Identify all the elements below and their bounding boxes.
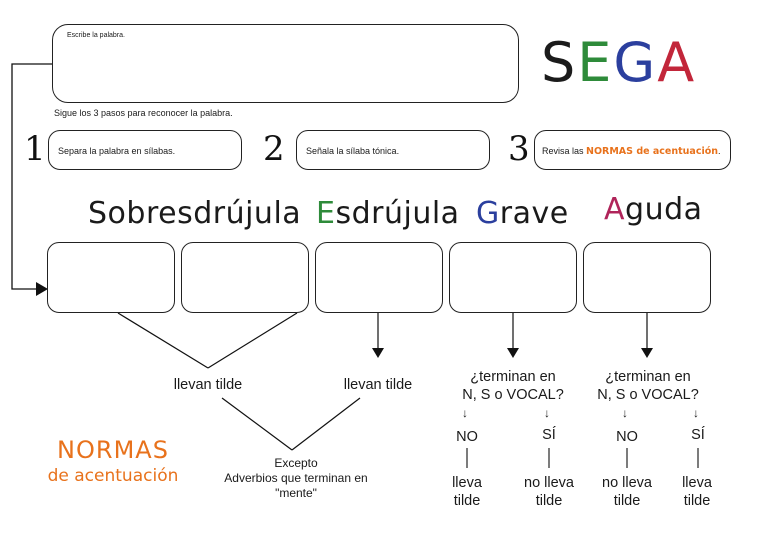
logo-letter-a: A (657, 31, 697, 94)
aguda-si: SÍ (691, 427, 705, 443)
category-sobresdrujula-label: Sobresdrújula (88, 196, 302, 231)
step-3-text-before: Revisa las (542, 146, 587, 156)
sobresdrujula-box-2[interactable] (181, 242, 309, 313)
category-aguda-initial: A (604, 192, 626, 227)
sobre-line-left (117, 312, 209, 369)
grave-si-result: no lleva tilde (516, 474, 582, 510)
aguda-question-line2: N, S o VOCAL? (597, 387, 699, 404)
logo-letter-g: G (613, 31, 658, 94)
exception-note: Excepto Adverbios que terminan en "mente… (206, 456, 386, 501)
aguda-no-result: no lleva tilde (594, 474, 660, 510)
step-1-text: Separa la palabra en sílabas. (58, 146, 176, 156)
grave-no-result-line2: tilde (453, 493, 481, 510)
step-3-highlight: NORMAS de acentuación (586, 146, 719, 157)
aguda-si-result-line1: lleva (682, 475, 712, 491)
step-1-box: Separa la palabra en sílabas. (48, 130, 242, 170)
sobresdrujula-box-1[interactable] (47, 242, 175, 313)
feedback-line (11, 63, 52, 290)
feedback-arrowhead (36, 282, 48, 296)
grave-no-result-line1: lleva (452, 475, 482, 491)
grave-no: NO (456, 429, 478, 445)
grave-si: SÍ (542, 427, 556, 443)
step-3-box: Revisa las NORMAS de acentuación. (534, 130, 731, 170)
aguda-si-result: lleva tilde (672, 474, 722, 510)
aguda-no: NO (616, 429, 638, 445)
category-aguda-rest: guda (625, 192, 703, 227)
category-sobresdrujula: Sobresdrújula (88, 196, 301, 231)
steps-intro: Sigue los 3 pasos para reconocer la pala… (54, 108, 233, 118)
aguda-no-result-line2: tilde (613, 493, 641, 510)
esdrujula-rule: llevan tilde (343, 377, 413, 393)
word-input-box[interactable]: Escribe la palabra. (52, 24, 519, 103)
category-esdrujula-rest: sdrújula (335, 196, 460, 231)
exception-word: "mente" (275, 486, 317, 500)
category-esdrujula-initial: E (316, 196, 336, 231)
grave-arrowhead (507, 348, 519, 358)
step-3-number: 3 (508, 129, 530, 169)
normas-label-line1: NORMAS (57, 436, 169, 464)
aguda-si-result-line2: tilde (683, 493, 711, 510)
grave-question-line2: N, S o VOCAL? (462, 387, 564, 404)
grave-si-result-line1: no lleva (524, 475, 574, 491)
category-grave: Grave (476, 196, 569, 231)
step-1-number: 1 (24, 129, 46, 169)
sega-logo: SEGA (541, 36, 696, 90)
category-aguda: Aguda (604, 192, 703, 227)
exception-line-left (221, 397, 293, 451)
sobre-line-right (207, 312, 298, 369)
esdrujula-box[interactable] (315, 242, 443, 313)
step-2-number: 2 (263, 129, 285, 169)
aguda-no-arrow: ↓ (622, 406, 628, 420)
sobresdrujula-rule: llevan tilde (173, 377, 243, 393)
category-grave-initial: G (476, 196, 500, 231)
step-2-text: Señala la sílaba tónica. (306, 146, 400, 156)
aguda-question: ¿terminan en N, S o VOCAL? (578, 368, 718, 404)
aguda-question-line1: ¿terminan en (605, 369, 691, 385)
exception-title: Excepto (274, 456, 318, 470)
aguda-arrowhead (641, 348, 653, 358)
word-box-label: Escribe la palabra. (67, 32, 125, 39)
aguda-si-arrow: ↓ (693, 406, 699, 420)
grave-box[interactable] (449, 242, 577, 313)
exception-text: Adverbios que terminan en (224, 471, 368, 485)
step-3-text: Revisa las NORMAS de acentuación. (542, 146, 721, 157)
grave-si-result-line2: tilde (535, 493, 563, 510)
category-esdrujula: Esdrújula (316, 196, 460, 231)
category-grave-rest: rave (499, 196, 569, 231)
aguda-no-result-line1: no lleva (602, 475, 652, 491)
logo-letter-s: S (541, 31, 578, 94)
normas-label: NORMAS de acentuación (38, 436, 188, 486)
grave-question: ¿terminan en N, S o VOCAL? (443, 368, 583, 404)
esdrujula-arrowhead (372, 348, 384, 358)
grave-no-arrow: ↓ (462, 406, 468, 420)
normas-label-line2: de acentuación (47, 466, 179, 486)
step-3-text-after: . (718, 146, 721, 156)
grave-question-line1: ¿terminan en (470, 369, 556, 385)
exception-line-right (291, 397, 361, 451)
logo-letter-e: E (577, 31, 614, 94)
step-2-box: Señala la sílaba tónica. (296, 130, 490, 170)
aguda-box[interactable] (583, 242, 711, 313)
grave-no-result: lleva tilde (442, 474, 492, 510)
grave-si-arrow: ↓ (544, 406, 550, 420)
